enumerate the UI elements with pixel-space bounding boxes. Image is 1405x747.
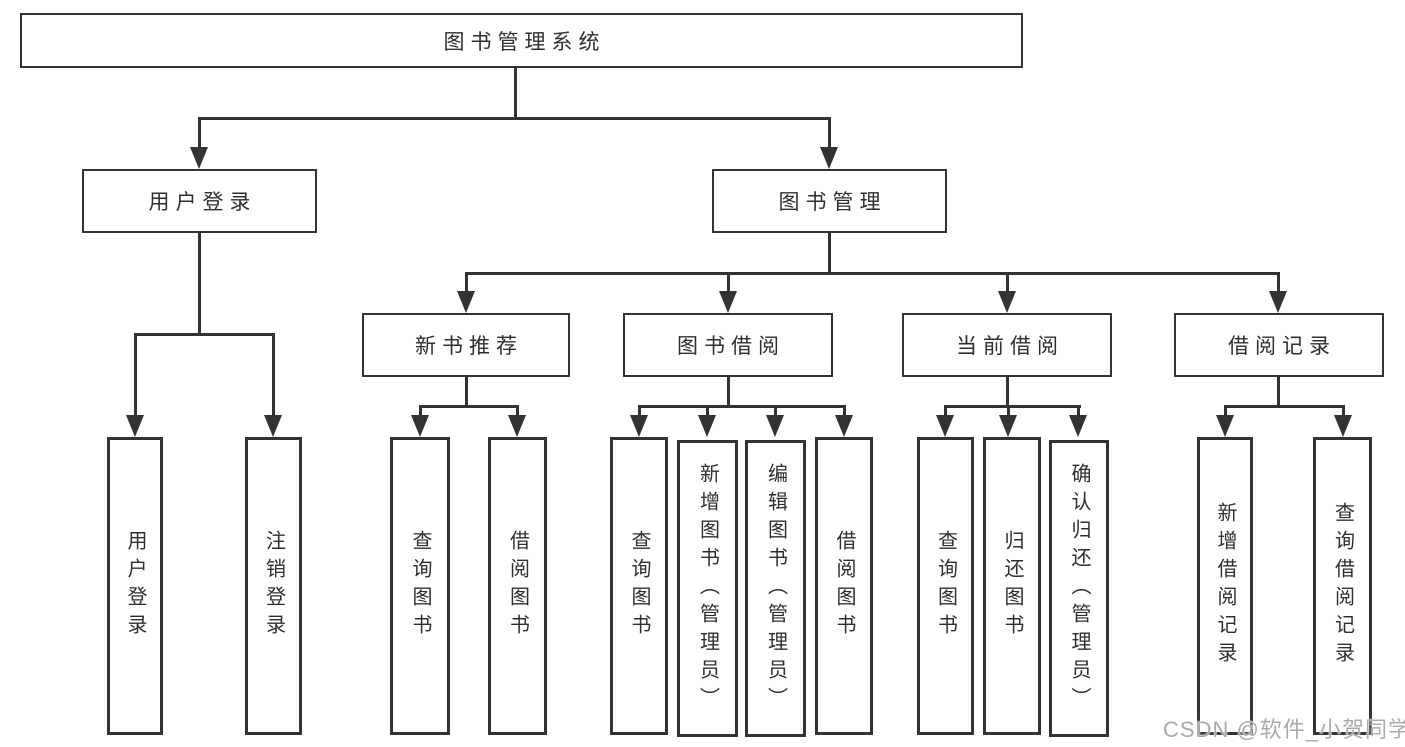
connector-records-drop-2: [1342, 405, 1345, 419]
leaf-user-login: 用户登录: [107, 437, 163, 735]
connector-borrowing-trunk: [727, 377, 730, 408]
leaf-add-borrow-record: 新增借阅记录: [1197, 437, 1253, 735]
leaf-borrow-books-recommend: 借阅图书: [488, 437, 547, 735]
leaf-query-books-borrowing: 查询图书: [610, 437, 668, 735]
connector-book-mgmt-trunk: [828, 233, 831, 275]
node-current-borrowing: 当前借阅: [902, 313, 1112, 377]
arrowhead-down-icon: [1216, 415, 1234, 437]
leaf-label: 用户登录: [124, 530, 146, 642]
connector-current-drop-3: [1077, 405, 1080, 419]
node-user-login-group: 用户登录: [82, 169, 317, 233]
leaf-logout: 注销登录: [245, 437, 302, 735]
connector-user-login-drop-1: [134, 333, 137, 417]
connector-records-drop-1: [1224, 405, 1227, 419]
node-book-borrowing: 图书借阅: [623, 313, 833, 377]
arrowhead-down-icon: [190, 147, 208, 169]
connector-records-trunk: [1277, 377, 1280, 408]
node-new-book-recommend: 新书推荐: [362, 313, 570, 377]
leaf-label: 借阅图书: [506, 530, 529, 642]
connector-recommend-bar: [419, 405, 519, 408]
leaf-label: 查询借阅记录: [1331, 502, 1354, 670]
leaf-label: 归还图书: [1001, 530, 1023, 642]
node-label: 图书借阅: [677, 335, 785, 358]
connector-borrowing-drop-1: [638, 405, 641, 419]
arrowhead-down-icon: [835, 415, 853, 437]
arrowhead-down-icon: [1069, 415, 1087, 437]
connector-root-bar: [198, 117, 831, 120]
arrowhead-down-icon: [766, 415, 784, 437]
arrowhead-down-icon: [630, 415, 648, 437]
connector-recommend-drop-1: [419, 405, 422, 419]
arrowhead-down-icon: [999, 415, 1017, 437]
node-borrow-records: 借阅记录: [1174, 313, 1384, 377]
connector-user-login-drop-2: [272, 333, 275, 417]
arrowhead-down-icon: [698, 415, 716, 437]
arrowhead-down-icon: [508, 415, 526, 437]
arrowhead-down-icon: [457, 291, 475, 313]
leaf-edit-book-admin: 编辑图书（管理员）: [745, 440, 806, 737]
connector-current-bar: [944, 405, 1081, 408]
leaf-label: 查询图书: [628, 530, 650, 642]
connector-book-mgmt-drop-3: [1006, 272, 1009, 296]
leaf-label: 编辑图书（管理员）: [764, 462, 787, 715]
leaf-label: 查询图书: [934, 530, 957, 642]
leaf-label: 新增借阅记录: [1214, 502, 1236, 670]
arrowhead-down-icon: [1334, 415, 1352, 437]
connector-user-login-bar: [134, 333, 275, 336]
node-label: 当前借阅: [956, 335, 1064, 358]
leaf-query-books-recommend: 查询图书: [390, 437, 450, 735]
connector-book-mgmt-drop-1: [465, 272, 468, 296]
arrowhead-down-icon: [998, 291, 1016, 313]
connector-borrowing-drop-3: [774, 405, 777, 419]
connector-current-drop-1: [944, 405, 947, 419]
leaf-query-books-current: 查询图书: [917, 437, 974, 735]
arrowhead-down-icon: [1269, 291, 1287, 313]
connector-records-bar: [1224, 405, 1345, 408]
connector-borrowing-bar: [638, 405, 846, 408]
connector-recommend-drop-2: [516, 405, 519, 419]
arrowhead-down-icon: [126, 415, 144, 437]
node-library-management-system: 图书管理系统: [20, 13, 1023, 68]
csdn-watermark: CSDN @软件_小贺同学: [1163, 717, 1405, 742]
connector-book-mgmt-drop-2: [727, 272, 730, 296]
connector-borrowing-drop-2: [706, 405, 709, 419]
leaf-label: 查询图书: [409, 530, 431, 642]
node-label: 图书管理系统: [443, 30, 606, 54]
connector-root-trunk: [514, 68, 517, 120]
arrowhead-down-icon: [820, 147, 838, 169]
node-label: 图书管理: [778, 191, 887, 214]
connector-current-trunk: [1006, 377, 1009, 408]
leaf-query-borrow-record: 查询借阅记录: [1313, 437, 1372, 735]
connector-book-mgmt-bar: [465, 272, 1280, 275]
arrowhead-down-icon: [719, 291, 737, 313]
leaf-label: 新增图书（管理员）: [696, 462, 719, 715]
leaf-borrow-books-borrowing: 借阅图书: [815, 437, 873, 735]
arrowhead-down-icon: [936, 415, 954, 437]
connector-borrowing-drop-4: [843, 405, 846, 419]
leaf-confirm-return-admin: 确认归还（管理员）: [1049, 440, 1109, 737]
node-book-management: 图书管理: [712, 169, 947, 233]
connector-root-drop-left: [198, 117, 201, 151]
arrowhead-down-icon: [411, 415, 429, 437]
arrowhead-down-icon: [264, 415, 282, 437]
leaf-label: 借阅图书: [833, 530, 855, 642]
leaf-return-books: 归还图书: [983, 437, 1041, 735]
connector-current-drop-2: [1007, 405, 1010, 419]
leaf-label: 确认归还（管理员）: [1068, 462, 1090, 715]
leaf-add-book-admin: 新增图书（管理员）: [677, 440, 738, 737]
node-label: 借阅记录: [1228, 335, 1336, 358]
connector-recommend-trunk: [465, 377, 468, 408]
connector-book-mgmt-drop-4: [1277, 272, 1280, 296]
connector-root-drop-right: [828, 117, 831, 151]
node-label: 新书推荐: [415, 335, 523, 358]
leaf-label: 注销登录: [262, 530, 285, 642]
connector-user-login-trunk: [198, 233, 201, 336]
node-label: 用户登录: [148, 191, 257, 214]
